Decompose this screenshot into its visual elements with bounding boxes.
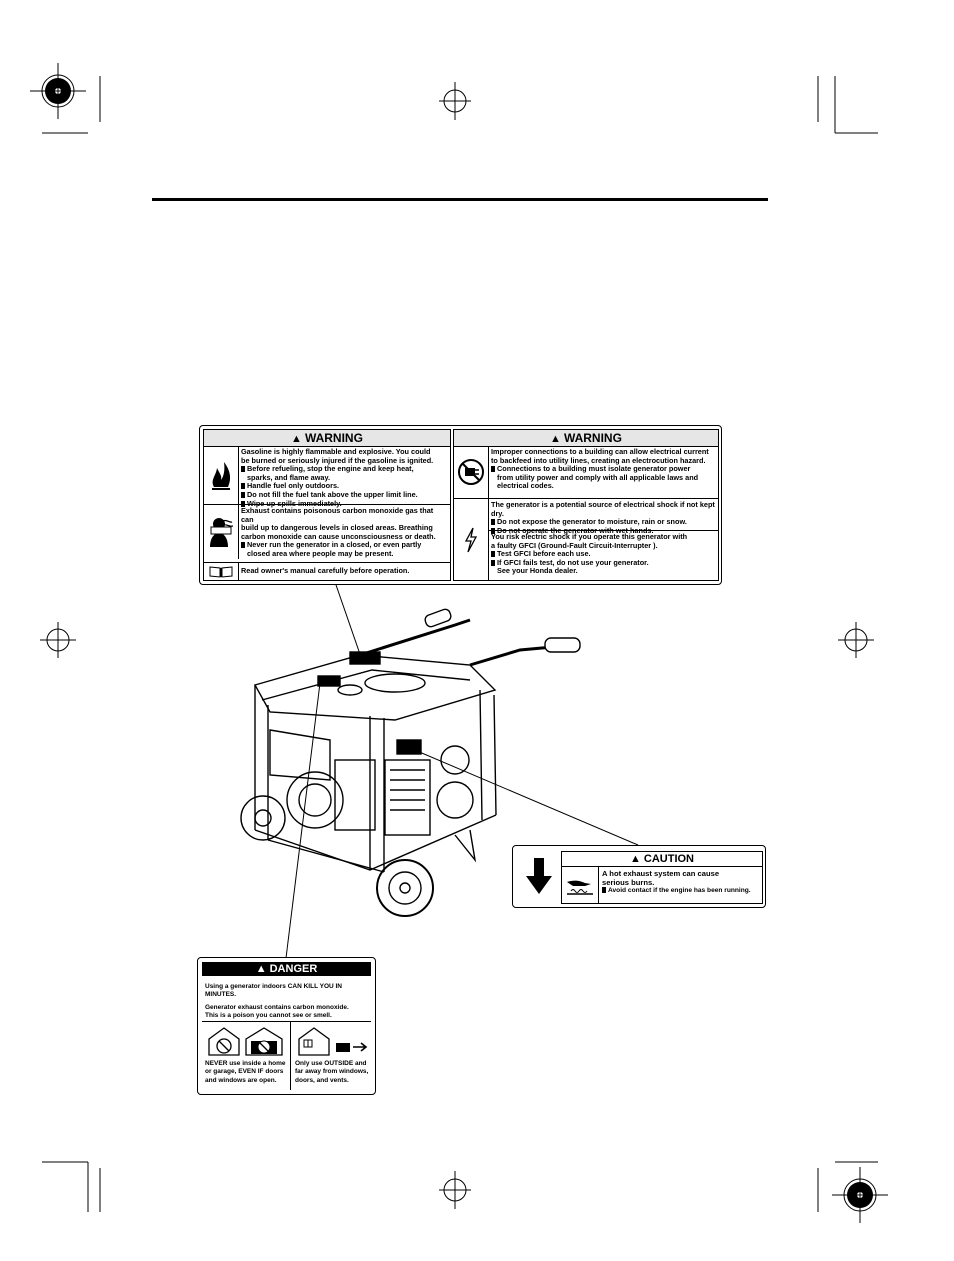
caution-label: ▲CAUTION A hot exhaust system can cause … [512,845,766,908]
warning-triangle-icon: ▲ [291,433,302,445]
backfeed-warning-row: Improper connections to a building can a… [454,446,718,498]
fire-bullet-2: Handle fuel only outdoors. [241,482,447,491]
manual-text: Read owner's manual carefully before ope… [241,566,410,575]
gas-mask-icon [204,505,239,559]
hot-surface-hand-icon [562,867,599,903]
fire-text-2: be burned or seriously injured if the ga… [241,455,434,465]
exhaust-bullet-1-cont: closed area where people may be present. [247,548,394,558]
shock-text-1: The generator is a potential source of e… [491,500,715,518]
caution-panel: ▲CAUTION A hot exhaust system can cause … [561,851,763,904]
fire-bullet-3: Do not fill the fuel tank above the uppe… [241,490,447,500]
gfci-text-2: a faulty GFCI (Ground-Fault Circuit-Inte… [491,540,658,550]
exhaust-bullet-1: Never run the generator in a closed, or … [241,541,447,550]
outside-only-caption-1: Only use OUTSIDE and [295,1060,367,1067]
backfeed-text-2: to backfeed into utility lines, creating… [491,455,706,465]
warning-panel-left: ▲WARNING Gasoline is highly flammable an… [203,429,451,581]
fire-bullet-1-cont: sparks, and flame away. [247,472,331,482]
no-plug-icon [454,446,489,498]
generator-outside-icon [336,1042,368,1052]
caution-bullet-1: Avoid contact if the engine has been run… [602,887,759,896]
crosshair-marks [40,82,874,1209]
warning-triangle-icon: ▲ [255,963,267,975]
gfci-text-1: You risk electric shock if you operate t… [491,532,688,541]
danger-text-1: Using a generator indoors CAN KILL YOU I… [205,983,342,999]
book-icon [204,563,239,580]
registration-mark-top-left [30,63,86,119]
header-rule [152,198,768,201]
never-indoors-caption-1: NEVER use inside a home [205,1060,286,1067]
caution-text-1: A hot exhaust system can cause [602,869,720,878]
danger-label: ▲DANGER Using a generator indoors CAN KI… [197,957,376,1095]
exhaust-warning-row: Exhaust contains poisonous carbon monoxi… [204,504,450,559]
shock-bullet-1: Do not expose the generator to moisture,… [491,518,715,527]
warning-triangle-icon: ▲ [550,433,561,445]
manual-row: Read owner's manual carefully before ope… [204,562,450,580]
never-indoors-caption-2: or garage, EVEN IF doors [205,1068,284,1076]
warning-triangle-icon: ▲ [630,853,641,865]
fire-bullet-4: Wipe up spills immediately. [241,499,447,509]
warning-label: ▲WARNING Gasoline is highly flammable an… [199,425,722,585]
gfci-divider [488,530,718,531]
caution-heading: ▲CAUTION [562,852,762,867]
electric-shock-rows: The generator is a potential source of e… [454,498,718,580]
lightning-icon [454,499,489,580]
danger-heading: ▲DANGER [202,962,371,976]
fire-warning-row: Gasoline is highly flammable and explosi… [204,446,450,507]
gfci-bullet-2-cont: See your Honda dealer. [497,566,578,576]
warning-heading-right: ▲WARNING [454,430,718,447]
house-icon [298,1027,330,1056]
indoor-prohibited-icons [206,1025,286,1057]
exhaust-text-2: build up to dangerous levels in closed a… [241,523,433,533]
backfeed-bullet-1-cont-1: from utility power and comply with all a… [497,472,699,482]
danger-text-3: This is a poison you cannot see or smell… [205,1011,332,1019]
crop-marks [42,76,878,1212]
gfci-bullet-2: If GFCI fails test, do not use your gene… [491,558,715,568]
fire-icon [204,446,239,504]
outside-only-caption-3: doors, and vents. [295,1076,349,1084]
backfeed-bullet-1: Connections to a building must isolate g… [491,465,715,474]
caution-text-2: serious burns. [602,877,655,887]
fire-text-1: Gasoline is highly flammable and explosi… [241,447,431,456]
backfeed-bullet-1-cont-2: electrical codes. [497,481,554,491]
danger-text-2: Generator exhaust contains carbon monoxi… [205,1003,349,1011]
no-garage-icon [245,1027,283,1056]
generator-illustration [240,608,581,917]
danger-column-divider [290,1021,291,1090]
danger-divider [202,1021,371,1022]
no-house-icon [208,1027,240,1056]
leader-lines [285,581,639,959]
warning-heading-left: ▲WARNING [204,430,450,447]
backfeed-text-1: Improper connections to a building can a… [491,447,709,456]
down-arrow-icon [517,850,561,902]
exhaust-text-3: carbon monoxide can cause unconsciousnes… [241,531,436,541]
outdoor-allowed-icons [296,1025,370,1057]
outside-only-caption-2: far away from windows, [295,1068,369,1076]
never-indoors-caption-3: and windows are open. [205,1076,277,1084]
exhaust-text-1: Exhaust contains poisonous carbon monoxi… [241,506,434,524]
fire-bullet-1: Before refueling, stop the engine and ke… [241,465,447,474]
warning-panel-right: ▲WARNING Improper connections to a build… [453,429,719,581]
registration-mark-bottom-right [832,1167,888,1223]
gfci-bullet-1: Test GFCI before each use. [491,550,715,559]
